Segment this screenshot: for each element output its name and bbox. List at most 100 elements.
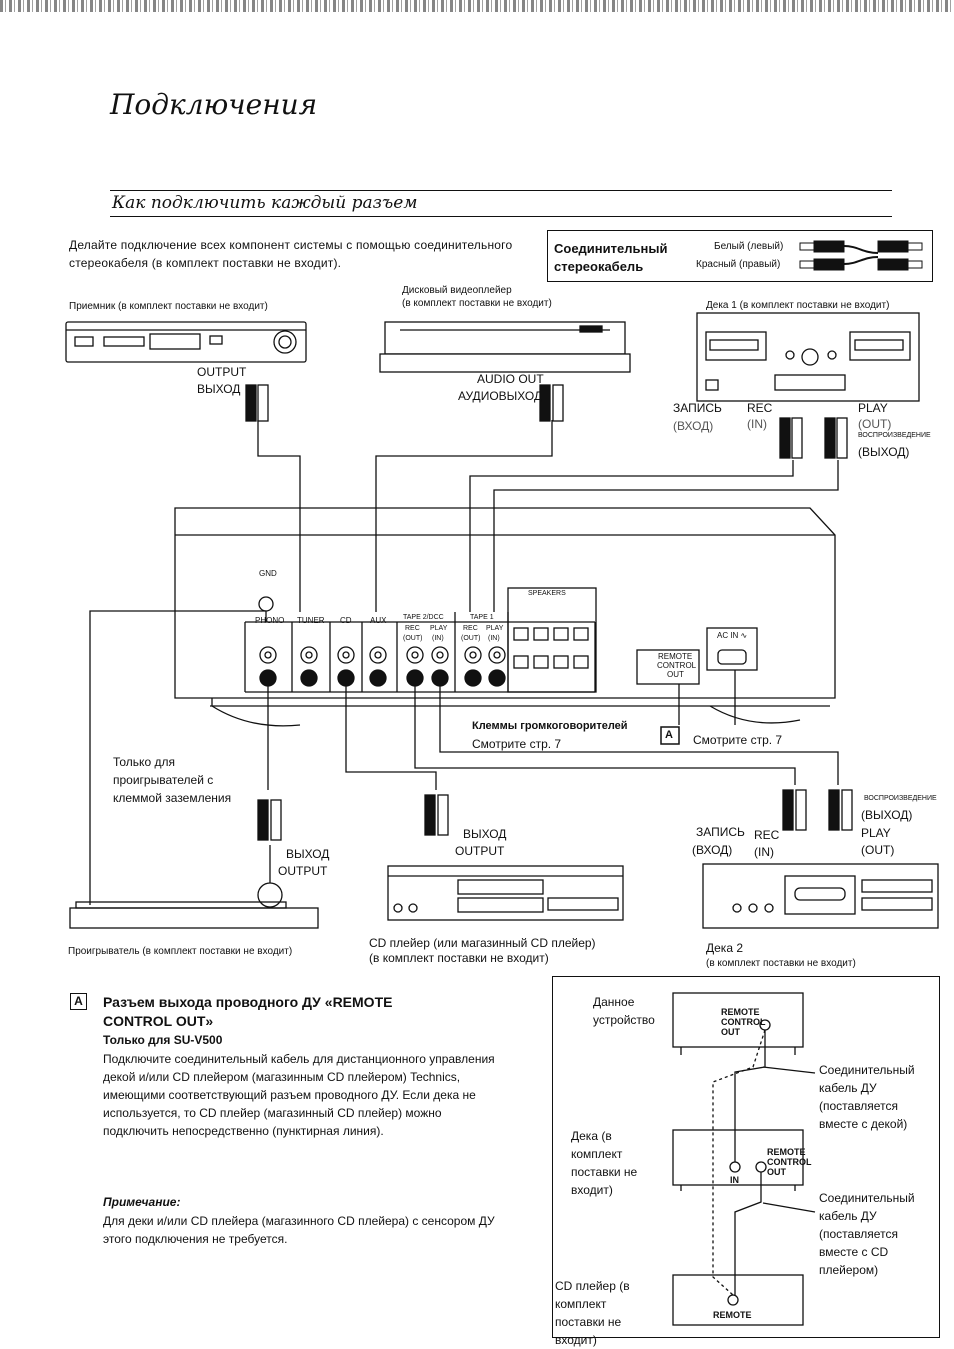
deck1-play: PLAY — [858, 401, 888, 415]
rd-remote: REMOTE — [713, 1310, 752, 1320]
receiver-label: Приемник (в комплект поставки не входит) — [69, 301, 268, 312]
cable-plug-icons — [799, 240, 923, 271]
note-marker: A — [70, 993, 87, 1010]
video-player-illustration — [379, 321, 631, 373]
vp-audio-out: AUDIO OUT — [477, 372, 544, 386]
note-heading-1: Разъем выхода проводного ДУ «REMOTE — [103, 994, 393, 1010]
marker-a-box — [660, 726, 680, 745]
section-title: Как подключить каждый разъем — [112, 193, 418, 213]
rd-this-device: Данное устройство — [593, 995, 655, 1027]
deck2-out: (OUT) — [861, 843, 895, 857]
cable-legend: Соединительный стереокабель Белый (левый… — [547, 230, 933, 282]
deck1-rec: REC — [747, 401, 773, 415]
deck1-illustration — [696, 312, 920, 402]
note-heading: Разъем выхода проводного ДУ «REMOTE CONT… — [103, 993, 473, 1031]
receiver-illustration — [65, 321, 307, 363]
amp-jacks — [259, 646, 506, 664]
remote-diagram-drawing — [672, 992, 816, 1326]
tape1-label: TAPE 1 — [470, 614, 494, 621]
cable-name-line1: Соединительный — [554, 241, 668, 256]
cd-vyhod: ВЫХОД — [463, 827, 507, 841]
rca-plugs — [245, 384, 853, 841]
note-only-for: Только для SU-V500 — [103, 1033, 223, 1047]
deck2-vyhod: (ВЫХОД) — [861, 808, 913, 822]
deck2-in: (IN) — [754, 845, 774, 859]
video-player-label-2: (в комплект поставки не входит) — [402, 298, 552, 309]
tt-output: OUTPUT — [278, 864, 328, 878]
deck2-label-1: Дека 2 — [706, 941, 743, 955]
see-page7-a: Смотрите стр. 7 — [472, 737, 562, 751]
rd-rco: REMOTE CONTROL OUT — [721, 1007, 766, 1037]
deck2-vospr: ВОСПРОИЗВЕДЕНИЕ — [864, 795, 937, 802]
deck1-vyhod: (ВЫХОД) — [858, 445, 910, 459]
tape2-out: (OUT) — [403, 635, 423, 642]
video-player-label-1: Дисковый видеоплейер — [402, 285, 512, 296]
deck1-vhod: (ВХОД) — [673, 419, 714, 433]
deck1-in: (IN) — [747, 417, 767, 431]
deck2-label-2: (в комплект поставки не входит) — [706, 958, 856, 969]
remark-body: Для деки и/или CD плейера (магазинного C… — [103, 1214, 495, 1246]
phono-label: PHONO — [255, 616, 285, 625]
tape2-in: (IN) — [432, 635, 444, 642]
rco-1: REMOTE — [658, 652, 693, 661]
speaker-terminals-label: Клеммы громкоговорителей — [472, 720, 628, 732]
tape1-rec: REC — [463, 625, 478, 632]
cd-label-1: CD плейер (или магазинный CD плейер) — [369, 936, 596, 950]
deck2-vhod: (ВХОД) — [692, 843, 733, 857]
turntable-note: Только для проигрывателей с клеммой зазе… — [113, 755, 232, 805]
see-page7-b: Смотрите стр. 7 — [693, 733, 783, 747]
note-heading-2: CONTROL OUT» — [103, 1013, 214, 1029]
ac-in-label: AC IN ∿ — [717, 631, 748, 640]
rd-in: IN — [730, 1175, 739, 1185]
remark-heading: Примечание: — [103, 1195, 181, 1209]
vp-audiovyhod: АУДИОВЫХОД — [458, 389, 543, 403]
rd-cable-cd: Соединительный кабель ДУ (поставляется в… — [819, 1191, 915, 1277]
tt-vyhod: ВЫХОД — [286, 847, 330, 861]
note-body: Подключите соединительный кабель для дис… — [103, 1052, 495, 1138]
connection-wires — [89, 420, 839, 905]
receiver-output: OUTPUT — [197, 365, 247, 379]
cd-player-illustration — [387, 865, 624, 921]
page-title: Подключения — [110, 88, 318, 121]
connection-diagram — [65, 312, 939, 929]
deck2-rec: REC — [754, 828, 780, 842]
cable-white: Белый (левый) — [714, 241, 784, 252]
tape2-rec: REC — [405, 625, 420, 632]
rd-rco-deck: REMOTE CONTROL OUT — [767, 1147, 812, 1177]
scan-edge-noise — [0, 0, 954, 12]
deck2-play: PLAY — [861, 826, 891, 840]
tape1-out: (OUT) — [461, 635, 481, 642]
speaker-terminals — [513, 627, 589, 669]
section-rule-bottom — [110, 216, 892, 217]
rd-deck: Дека (в комплект поставки не входит) — [571, 1129, 638, 1197]
turntable-illustration — [69, 845, 319, 929]
tape1-in: (IN) — [488, 635, 500, 642]
aux-label: AUX — [370, 616, 387, 625]
deck2-zapis: ЗАПИСЬ — [696, 825, 745, 839]
deck1-label: Дека 1 (в комплект поставки не входит) — [706, 300, 890, 311]
section-rule-top — [110, 190, 892, 191]
rd-cd: CD плейер (в комплект поставки не входит… — [555, 1279, 630, 1347]
cd-output: OUTPUT — [455, 844, 505, 858]
cable-name-line2: стереокабель — [554, 259, 644, 274]
deck2-illustration — [702, 863, 939, 929]
gnd-label: GND — [259, 569, 277, 578]
cd-label: CD — [340, 616, 352, 625]
speakers-label: SPEAKERS — [528, 590, 566, 597]
rd-cable-deck: Соединительный кабель ДУ (поставляется в… — [819, 1063, 915, 1131]
rco-3: OUT — [667, 670, 684, 679]
cd-label-2: (в комплект поставки не входит) — [369, 951, 549, 965]
intro-text: Делайте подключение всех компонент систе… — [69, 238, 513, 270]
receiver-vyhod: ВЫХОД — [197, 382, 241, 396]
tape2-label: TAPE 2/DCC — [403, 614, 444, 621]
remote-diagram: Данное устройство REMOTE CONTROL OUT Дек… — [552, 976, 940, 1347]
deck1-zapis: ЗАПИСЬ — [673, 401, 722, 415]
deck1-out: (OUT) — [858, 417, 892, 431]
tuner-label: TUNER — [297, 616, 325, 625]
marker-a-label: A — [665, 729, 673, 741]
turntable-label: Проигрыватель (в комплект поставки не вх… — [68, 946, 293, 957]
tape2-play: PLAY — [430, 625, 448, 632]
deck1-vospr: ВОСПРОИЗВЕДЕНИЕ — [858, 432, 931, 439]
cable-red: Красный (правый) — [696, 259, 781, 270]
tape1-play: PLAY — [486, 625, 504, 632]
